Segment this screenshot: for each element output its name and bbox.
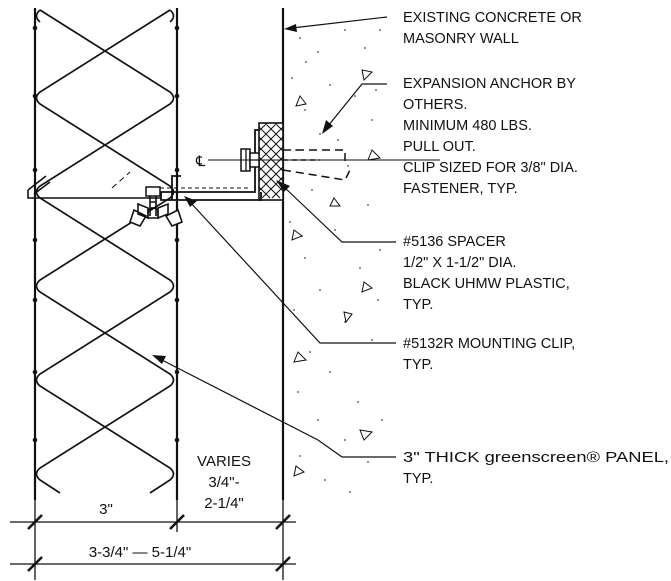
note-panel-line: 3" THICK greenscreen® PANEL, <box>403 450 669 466</box>
note-anchor-line: CLIP SIZED FOR 3/8" DIA. <box>403 160 578 176</box>
expansion-anchor-embedded <box>282 149 351 181</box>
note-anchor-line: OTHERS. <box>403 97 467 113</box>
note-anchor-line: MINIMUM 480 LBS. <box>403 118 532 134</box>
panel-wire-nodes <box>32 25 180 443</box>
dimension-panel-width: 3" <box>99 501 113 518</box>
dimension-varies-line: VARIES <box>197 453 251 470</box>
panel-wire-diamonds <box>35 9 175 494</box>
leader-lines <box>159 16 396 458</box>
leader-arrowheads <box>152 24 333 364</box>
note-panel-line: TYP. <box>403 471 433 487</box>
greenscreen-panel <box>32 8 180 500</box>
note-wall-line: EXISTING CONCRETE OR <box>403 10 582 26</box>
note-anchor-line: FASTENER, TYP. <box>403 181 518 197</box>
note-anchor: EXPANSION ANCHOR BY OTHERS. MINIMUM 480 … <box>403 76 578 197</box>
concrete-wall <box>281 8 383 500</box>
note-panel: 3" THICK greenscreen® PANEL, TYP. <box>403 450 669 487</box>
note-wall-line: MASONRY WALL <box>403 31 519 47</box>
note-spacer-line: TYP. <box>403 297 433 313</box>
concrete-aggregate <box>291 69 382 477</box>
note-clip: #5132R MOUNTING CLIP, TYP. <box>403 336 575 373</box>
note-clip-line: TYP. <box>403 357 433 373</box>
note-clip-line: #5132R MOUNTING CLIP, <box>403 336 575 352</box>
dimension-ticks <box>27 514 291 572</box>
note-spacer-line: BLACK UHMW PLASTIC, <box>403 276 570 292</box>
note-anchor-line: PULL OUT. <box>403 139 476 155</box>
dimension-lines <box>10 500 296 580</box>
spacer-block <box>258 122 284 201</box>
note-anchor-line: EXPANSION ANCHOR BY <box>403 76 576 92</box>
mounting-clip <box>27 129 262 201</box>
note-spacer-line: 1/2" X 1-1/2" DIA. <box>403 255 516 271</box>
dimension-varies-line: 2-1/4" <box>204 495 244 512</box>
clip-bolt-and-nut <box>129 186 248 227</box>
note-spacer-line: #5136 SPACER <box>403 234 506 250</box>
dimension-varies-line: 3/4"- <box>208 474 239 491</box>
dimension-varies: VARIES 3/4"- 2-1/4" <box>197 453 251 512</box>
dimension-overall: 3-3/4" — 5-1/4" <box>89 544 191 561</box>
centerline-symbol: ℄ <box>195 154 206 170</box>
note-wall: EXISTING CONCRETE OR MASONRY WALL <box>403 10 582 47</box>
concrete-stipple <box>289 29 383 493</box>
note-spacer: #5136 SPACER 1/2" X 1-1/2" DIA. BLACK UH… <box>403 234 570 313</box>
